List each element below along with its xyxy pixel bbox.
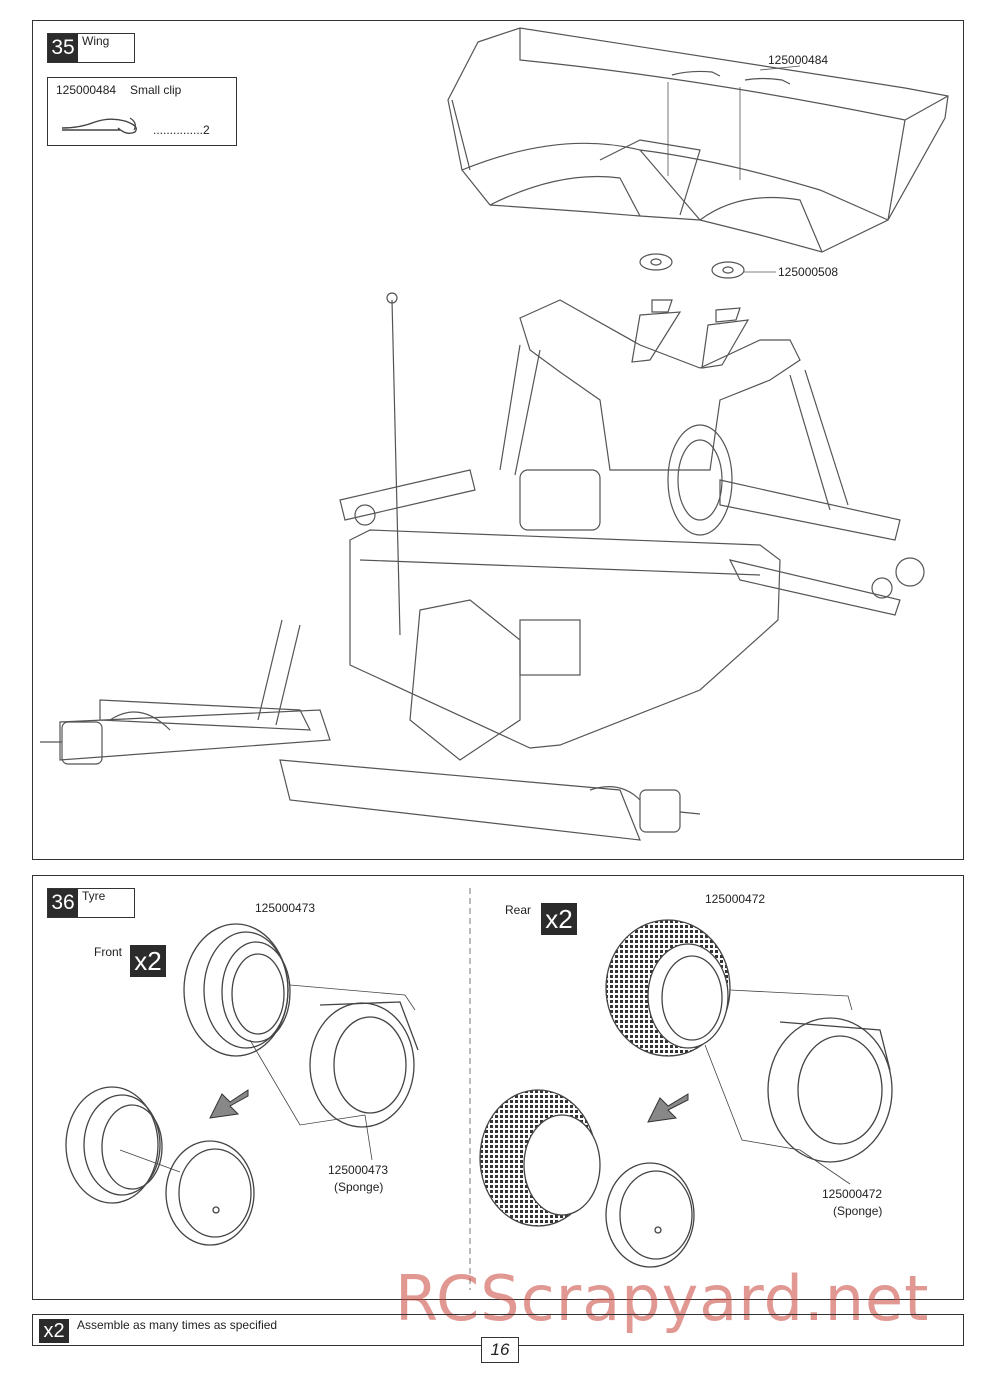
parts-list-box: 125000484 Small clip ...............2 (47, 77, 237, 146)
callout-washer: 125000508 (778, 265, 839, 279)
step-35-title: Wing (82, 34, 110, 48)
front-label: Front (94, 945, 123, 959)
step-36-title: Tyre (82, 889, 106, 903)
step-36-header: 36 Tyre (47, 888, 135, 918)
parts-list-part-name: Small clip (130, 83, 182, 97)
parts-list-part-number: 125000484 (56, 83, 117, 97)
front-multiplier: x2 (130, 945, 166, 977)
front-sponge-label: (Sponge) (334, 1180, 384, 1194)
step-35-header: 35 Wing (47, 33, 135, 63)
footer-multiplier: x2 (39, 1319, 69, 1343)
watermark: RCScrapyard.net (395, 1262, 930, 1335)
rear-tyre-part: 125000472 (705, 892, 766, 906)
step-36-number: 36 (48, 889, 78, 917)
rear-sponge-part: 125000472 (822, 1187, 883, 1201)
callout-small-clip: 125000484 (768, 53, 829, 67)
parts-list-qty: ...............2 (153, 123, 210, 137)
rear-label: Rear (505, 903, 532, 917)
step-36-panel (32, 875, 964, 1300)
front-sponge-part: 125000473 (328, 1163, 389, 1177)
rear-multiplier: x2 (541, 903, 577, 935)
front-tyre-part: 125000473 (255, 901, 316, 915)
step-35-number: 35 (48, 34, 78, 62)
page-number: 16 (481, 1337, 519, 1363)
footer-text: Assemble as many times as specified (77, 1318, 278, 1332)
rear-sponge-label: (Sponge) (833, 1204, 883, 1218)
